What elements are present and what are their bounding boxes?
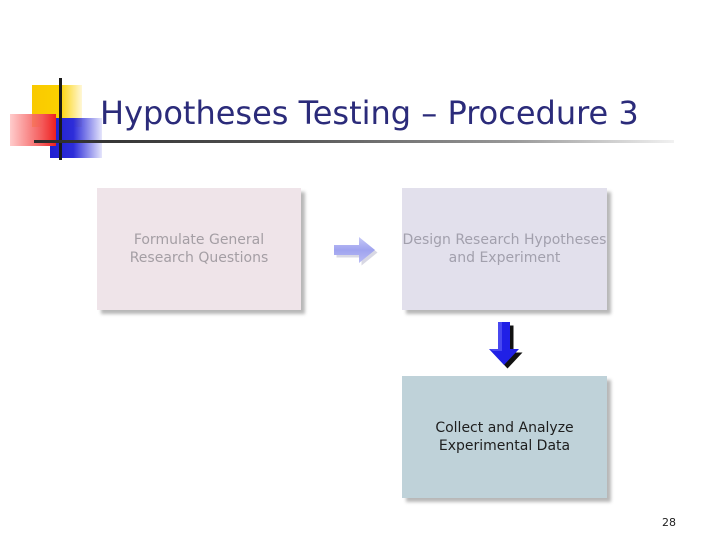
flow-step-label: Collect and Analyze Experimental Data — [435, 419, 573, 455]
logo-blue-square — [50, 118, 102, 158]
label-line-2: and Experiment — [448, 250, 561, 266]
flow-step-formulate-questions: Formulate General Research Questions — [97, 188, 305, 314]
slide-title: Hypotheses Testing – Procedure 3 — [100, 94, 639, 132]
arrow-right-icon — [334, 237, 378, 266]
flow-step-collect-analyze: Collect and Analyze Experimental Data — [402, 376, 611, 502]
label-line-1: Design Research Hypotheses — [402, 232, 607, 248]
label-line-2: Research Questions — [129, 250, 269, 266]
slide-logo-decoration — [0, 0, 120, 170]
flow-step-label: Formulate General Research Questions — [130, 231, 269, 267]
title-underline-rule — [34, 140, 674, 143]
slide-page-number: 28 — [662, 516, 676, 529]
label-line-2: Experimental Data — [438, 438, 571, 454]
arrow-down-icon — [489, 322, 523, 369]
logo-vertical-line — [59, 78, 62, 160]
label-line-1: Formulate General — [133, 232, 265, 248]
box-face — [402, 376, 607, 498]
flow-step-design-hypotheses: Design Research Hypotheses and Experimen… — [402, 188, 611, 314]
box-face — [97, 188, 301, 310]
box-face — [402, 188, 607, 310]
flow-step-label: Design Research Hypotheses and Experimen… — [403, 231, 607, 267]
label-line-1: Collect and Analyze — [435, 420, 574, 436]
